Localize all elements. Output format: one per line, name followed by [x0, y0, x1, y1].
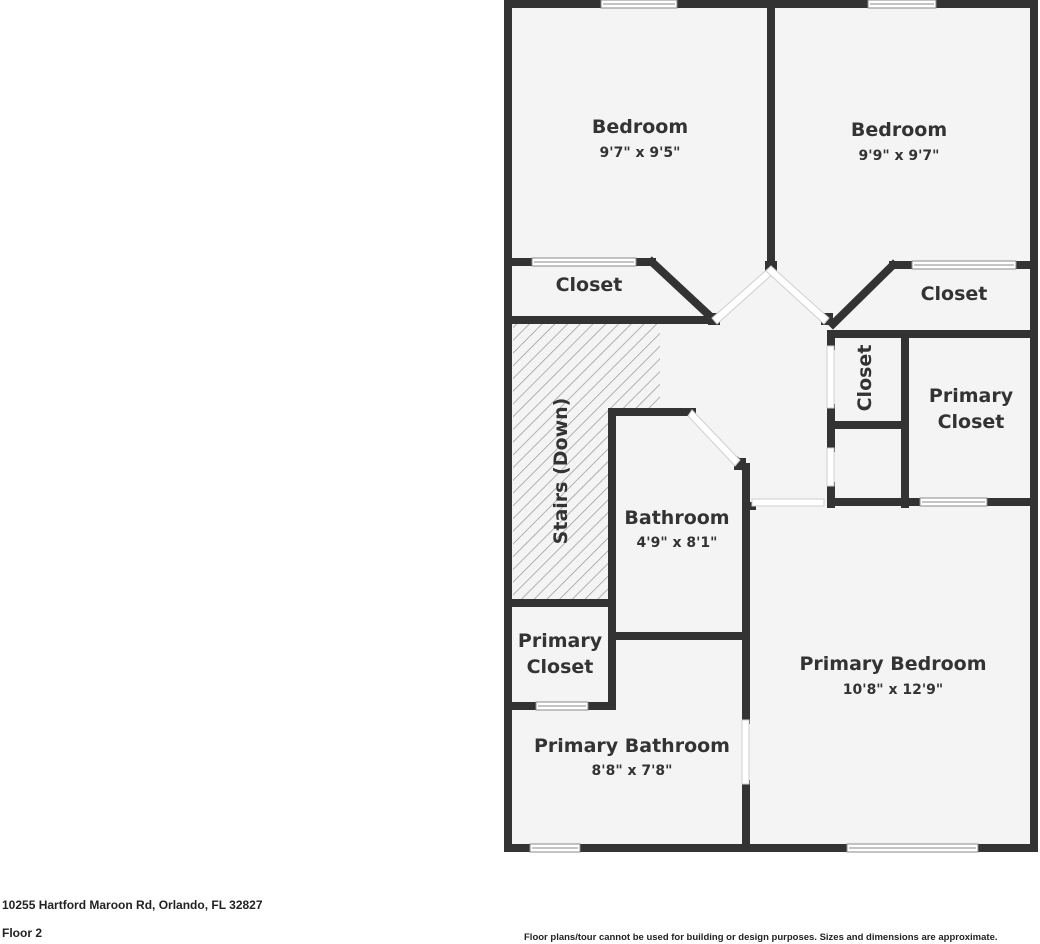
- bedroom-2-dims: 9'9" x 9'7": [859, 148, 940, 164]
- primary-bathroom-dims: 8'8" x 7'8": [592, 763, 673, 779]
- bedroom-1-dims: 9'7" x 9'5": [600, 145, 681, 161]
- floor-label: Floor 2: [2, 926, 43, 940]
- bedroom-1-label: Bedroom: [592, 116, 688, 138]
- bedroom-2-label: Bedroom: [851, 119, 947, 141]
- primary-bedroom-dims: 10'8" x 12'9": [843, 682, 943, 698]
- closet-2-label: Closet: [921, 283, 988, 305]
- stairs-hatch: [513, 324, 660, 602]
- bathroom-dims: 4'9" x 8'1": [637, 535, 718, 551]
- bathroom-label: Bathroom: [624, 507, 729, 529]
- primary-closet-right-line1: Primary: [929, 385, 1014, 407]
- windows: [529, 0, 1017, 853]
- address-text: 10255 Hartford Maroon Rd, Orlando, FL 32…: [2, 898, 263, 912]
- closet-1-label: Closet: [556, 274, 623, 296]
- primary-bathroom-label: Primary Bathroom: [534, 735, 730, 757]
- primary-bedroom-label: Primary Bedroom: [799, 653, 986, 675]
- disclaimer-text: Floor plans/tour cannot be used for buil…: [524, 932, 998, 943]
- primary-closet-right-line2: Closet: [938, 411, 1005, 433]
- walls: [504, 0, 1038, 852]
- room-labels: Bedroom 9'7" x 9'5" Bedroom 9'9" x 9'7" …: [518, 116, 1014, 779]
- openings: [687, 265, 835, 785]
- closet-3-label: Closet: [854, 345, 876, 412]
- stairs-label: Stairs (Down): [550, 398, 572, 545]
- primary-closet-left-line2: Closet: [527, 656, 594, 678]
- primary-closet-left-line1: Primary: [518, 630, 603, 652]
